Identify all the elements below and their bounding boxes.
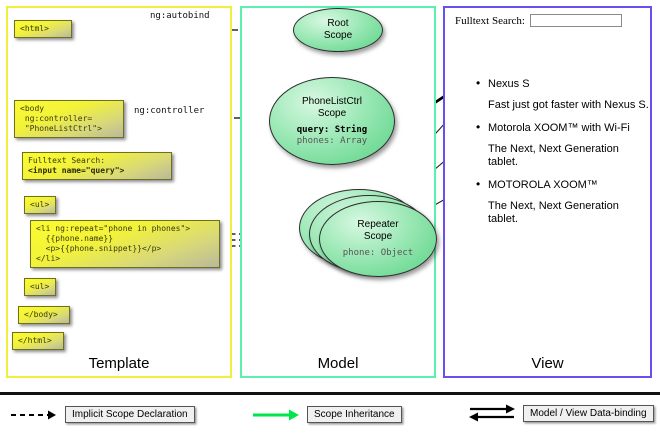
list-item-title: Motorola XOOM™ with Wi-Fi	[474, 121, 649, 135]
scope-root-line2: Scope	[323, 30, 353, 41]
double-arrow-icon	[469, 404, 515, 422]
view-phone-list: Nexus S Fast just got faster with Nexus …	[474, 77, 649, 236]
template-panel-label: Template	[88, 355, 150, 372]
legend-item-implicit-scope-declaration: Implicit Scope Declaration	[10, 406, 195, 423]
code-box-ul-close: <ul>	[24, 278, 56, 296]
code-box-body-close: </body>	[18, 306, 70, 324]
code-box-search-line1: Fulltext Search:	[28, 156, 106, 165]
view-search-label: Fulltext Search:	[455, 14, 525, 27]
dashed-arrow-icon	[11, 410, 56, 419]
scope-repeater-field-phone: phone: Object	[342, 248, 414, 258]
list-item-title: Nexus S	[474, 77, 649, 91]
green-arrow-icon	[253, 409, 299, 420]
view-content: Fulltext Search:	[455, 14, 645, 27]
list-item-snippet: The Next, Next Generation tablet.	[488, 143, 619, 168]
scope-repeater-line2: Scope	[363, 231, 393, 242]
code-box-search: Fulltext Search:<input name="query">	[22, 152, 172, 180]
scope-ctrl-field-query: query: String	[296, 124, 368, 135]
scope-ctrl-line2: Scope	[317, 107, 347, 119]
code-box-li-repeat: <li ng:repeat="phone in phones"> {{phone…	[30, 220, 220, 268]
scope-root-line1: Root	[327, 18, 349, 29]
model-panel-label: Model	[317, 355, 359, 372]
code-box-search-line2: <input name="query">	[28, 166, 125, 175]
scope-ctrl-line1: PhoneListCtrl	[301, 95, 363, 107]
legend-item-model-view-data-binding: Model / View Data-binding	[468, 403, 654, 423]
list-item-title: MOTOROLA XOOM™	[474, 178, 649, 192]
list-item-snippet: Fast just got faster with Nexus S.	[488, 99, 649, 111]
scope-ctrl-field-phones: phones: Array	[296, 135, 368, 146]
code-box-html-open: <html>	[14, 20, 72, 38]
list-item: Nexus S Fast just got faster with Nexus …	[474, 77, 649, 112]
legend: Implicit Scope Declaration Scope Inherit…	[0, 398, 660, 435]
legend-label: Implicit Scope Declaration	[65, 406, 195, 423]
view-panel: View	[443, 6, 652, 378]
scope-phonelistctrl: PhoneListCtrl Scope query: String phones…	[269, 77, 395, 165]
code-box-body-open: <body ng:controller= "PhoneListCtrl">	[14, 100, 124, 138]
view-search-row: Fulltext Search:	[455, 14, 645, 27]
code-box-ul-open: <ul>	[24, 196, 56, 214]
list-item: MOTOROLA XOOM™ The Next, Next Generation…	[474, 178, 649, 226]
legend-item-scope-inheritance: Scope Inheritance	[252, 406, 402, 423]
legend-divider	[0, 392, 660, 395]
view-panel-label: View	[531, 355, 564, 372]
legend-label: Scope Inheritance	[307, 406, 402, 423]
code-box-html-close: </html>	[12, 332, 64, 350]
list-item: Motorola XOOM™ with Wi-Fi The Next, Next…	[474, 121, 649, 169]
edge-label-autobind: ng:autobind	[150, 11, 210, 21]
scope-root: Root Scope	[293, 8, 383, 52]
list-item-snippet: The Next, Next Generation tablet.	[488, 200, 619, 225]
view-search-input[interactable]	[529, 14, 622, 27]
scope-repeater-line1: Repeater	[357, 219, 399, 230]
scope-repeater: Repeater Scope phone: Object	[319, 201, 437, 277]
legend-label: Model / View Data-binding	[523, 404, 654, 422]
edge-label-controller: ng:controller	[134, 106, 205, 116]
